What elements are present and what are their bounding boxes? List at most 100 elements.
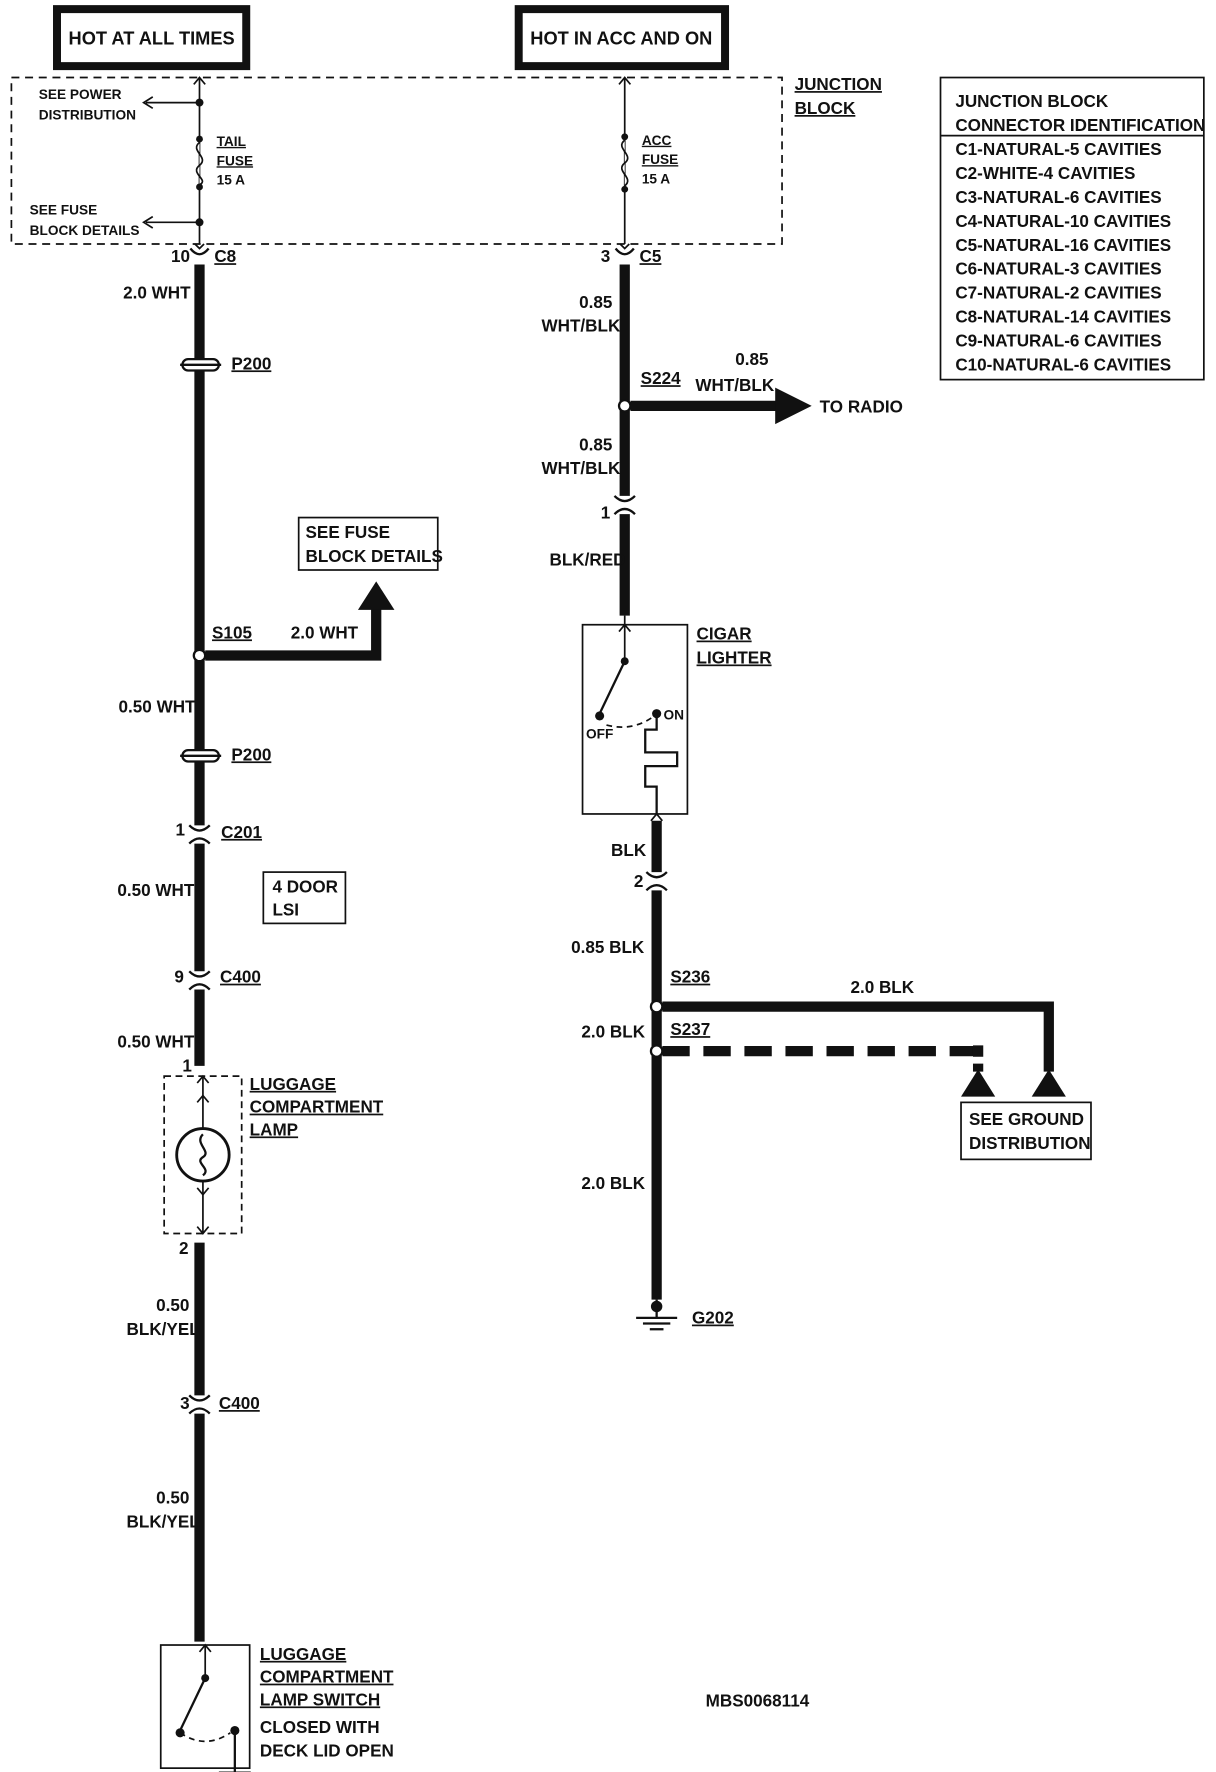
header-hot-in-acc-and-on-label: HOT IN ACC AND ON	[530, 27, 712, 48]
connector-c400-label: C400	[219, 1394, 260, 1413]
lighter-label-2: LIGHTER	[697, 648, 772, 667]
pin-c5: 3	[601, 247, 611, 266]
pin-c400-lower: 3	[180, 1394, 190, 1413]
connector-table-row: C1-NATURAL-5 CAVITIES	[955, 140, 1161, 159]
acc-fuse-icon	[620, 139, 629, 187]
lighter-off-label: OFF	[586, 727, 613, 742]
to-radio-label: TO RADIO	[820, 398, 903, 417]
lamp-pin-1: 1	[182, 1057, 192, 1076]
see-fuse-label-2: BLOCK DETAILS	[306, 547, 443, 566]
connector-c5-label: C5	[640, 247, 662, 266]
connector-table-row: C10-NATURAL-6 CAVITIES	[955, 356, 1171, 375]
pin-c201: 1	[176, 821, 186, 840]
option-label-1: 4 DOOR	[272, 878, 338, 897]
see-fuse-label-1: SEE FUSE	[306, 523, 391, 542]
splice-s224	[617, 398, 632, 413]
connector-table-row: C5-NATURAL-16 CAVITIES	[955, 236, 1171, 255]
pin-c8: 10	[171, 247, 190, 266]
connector-table-row: C2-WHITE-4 CAVITIES	[955, 164, 1135, 183]
splice-s237	[649, 1044, 664, 1058]
see-fuse-label-2: BLOCK DETAILS	[30, 223, 140, 238]
luggage-lamp-component	[163, 1074, 243, 1235]
connector-c8-icon	[189, 247, 210, 256]
lighter-label-1: CIGAR	[697, 625, 752, 644]
heating-element-icon	[644, 713, 679, 814]
wire-label: 2.0 BLK	[581, 1022, 645, 1041]
junction-block-label-2: BLOCK	[795, 99, 856, 118]
connector-c400-icon	[188, 970, 211, 991]
lighter-on-label: ON	[663, 707, 684, 722]
connector-table-row: C7-NATURAL-2 CAVITIES	[955, 284, 1161, 303]
header-hot-at-all-times: HOT AT ALL TIMES	[53, 5, 251, 71]
wire-label: BLK	[611, 841, 647, 860]
document-id: MBS0068114	[706, 1692, 810, 1711]
connector-c400-icon	[188, 1394, 211, 1415]
switch-label-3: LAMP SWITCH	[260, 1690, 380, 1709]
connector-table: JUNCTION BLOCK CONNECTOR IDENTIFICATION …	[939, 76, 1205, 381]
radio-wire-label-2: WHT/BLK	[695, 376, 774, 395]
pin-1: 1	[601, 504, 611, 523]
switch-label-1: LUGGAGE	[260, 1645, 346, 1664]
radio-wire-label-1: 0.85	[735, 350, 769, 369]
s105-label: S105	[212, 623, 252, 642]
wire-label: 0.50 WHT	[119, 698, 196, 717]
s224-label: S224	[641, 369, 681, 388]
ground-icon	[636, 1316, 678, 1331]
tail-fuse-rating: 15 A	[217, 173, 245, 188]
wire-label: 0.50 WHT	[117, 1033, 194, 1052]
connector-c201-label: C201	[221, 823, 262, 842]
lamp-label-1: LUGGAGE	[250, 1075, 336, 1094]
splice-s236	[649, 999, 664, 1014]
s236-label: S236	[670, 968, 710, 987]
junction-block-label-1: JUNCTION	[795, 75, 882, 94]
left-circuit: 10 C8 2.0 WHT P200 S105 2.0 WHT SEE FUSE…	[117, 243, 443, 1772]
tail-fuse-label-1: TAIL	[217, 134, 246, 149]
p200-label: P200	[231, 745, 271, 764]
tail-fuse-label-2: FUSE	[217, 153, 253, 168]
see-fuse-box	[297, 516, 439, 571]
switch-label-4: CLOSED WITH	[260, 1718, 380, 1737]
connector-c5-icon	[614, 247, 635, 256]
connector-table-title-1: JUNCTION BLOCK	[955, 92, 1109, 111]
wire-label: BLK/RED	[549, 550, 625, 569]
arrow-right-icon	[775, 387, 812, 425]
connector-table-row: C6-NATURAL-3 CAVITIES	[955, 260, 1161, 279]
cigar-lighter-component	[581, 615, 689, 822]
g202-label: G202	[692, 1309, 734, 1328]
s236-wire-label: 2.0 BLK	[850, 978, 914, 997]
header-hot-at-all-times-label: HOT AT ALL TIMES	[69, 27, 235, 48]
option-box	[262, 871, 347, 925]
acc-fuse-label-1: ACC	[642, 133, 672, 148]
wire-label: 0.50	[156, 1296, 189, 1315]
p200-label: P200	[231, 354, 271, 373]
see-ground-label-2: DISTRIBUTION	[969, 1134, 1091, 1153]
p200-passthrough-icon	[180, 748, 222, 763]
wire-label: WHT/BLK	[542, 317, 621, 336]
bulb-icon	[175, 1127, 231, 1183]
lamp-pin-2: 2	[179, 1239, 189, 1258]
pin-c400-upper: 9	[174, 968, 184, 987]
arrow-up-icon	[357, 581, 395, 610]
wire-label: WHT/BLK	[542, 459, 621, 478]
connector-table-row: C4-NATURAL-10 CAVITIES	[955, 212, 1171, 231]
switch-label-5: DECK LID OPEN	[260, 1742, 394, 1761]
option-label-2: LSI	[272, 900, 299, 919]
connector-table-title-2: CONNECTOR IDENTIFICATION	[955, 116, 1205, 135]
connector-c201-icon	[188, 824, 211, 845]
wire-label: 0.85	[579, 293, 613, 312]
luggage-switch-component	[159, 1643, 251, 1769]
see-ground-label-1: SEE GROUND	[969, 1110, 1084, 1129]
arrow-left-icon	[142, 215, 154, 229]
wire-label: 0.50	[156, 1489, 189, 1508]
wire-label: 0.85	[579, 435, 613, 454]
wire-label: 0.85 BLK	[571, 938, 645, 957]
connector-table-row: C9-NATURAL-6 CAVITIES	[955, 332, 1161, 351]
wire-label: 0.50 WHT	[117, 881, 194, 900]
connector-table-row: C3-NATURAL-6 CAVITIES	[955, 188, 1161, 207]
see-power-label-1: SEE POWER	[39, 87, 122, 102]
s105-wire-label: 2.0 WHT	[291, 623, 359, 642]
connector-c8-label: C8	[214, 247, 236, 266]
see-fuse-label-1: SEE FUSE	[30, 202, 98, 217]
tail-fuse-icon	[195, 141, 204, 186]
wire-label: BLK/YEL	[127, 1513, 200, 1532]
